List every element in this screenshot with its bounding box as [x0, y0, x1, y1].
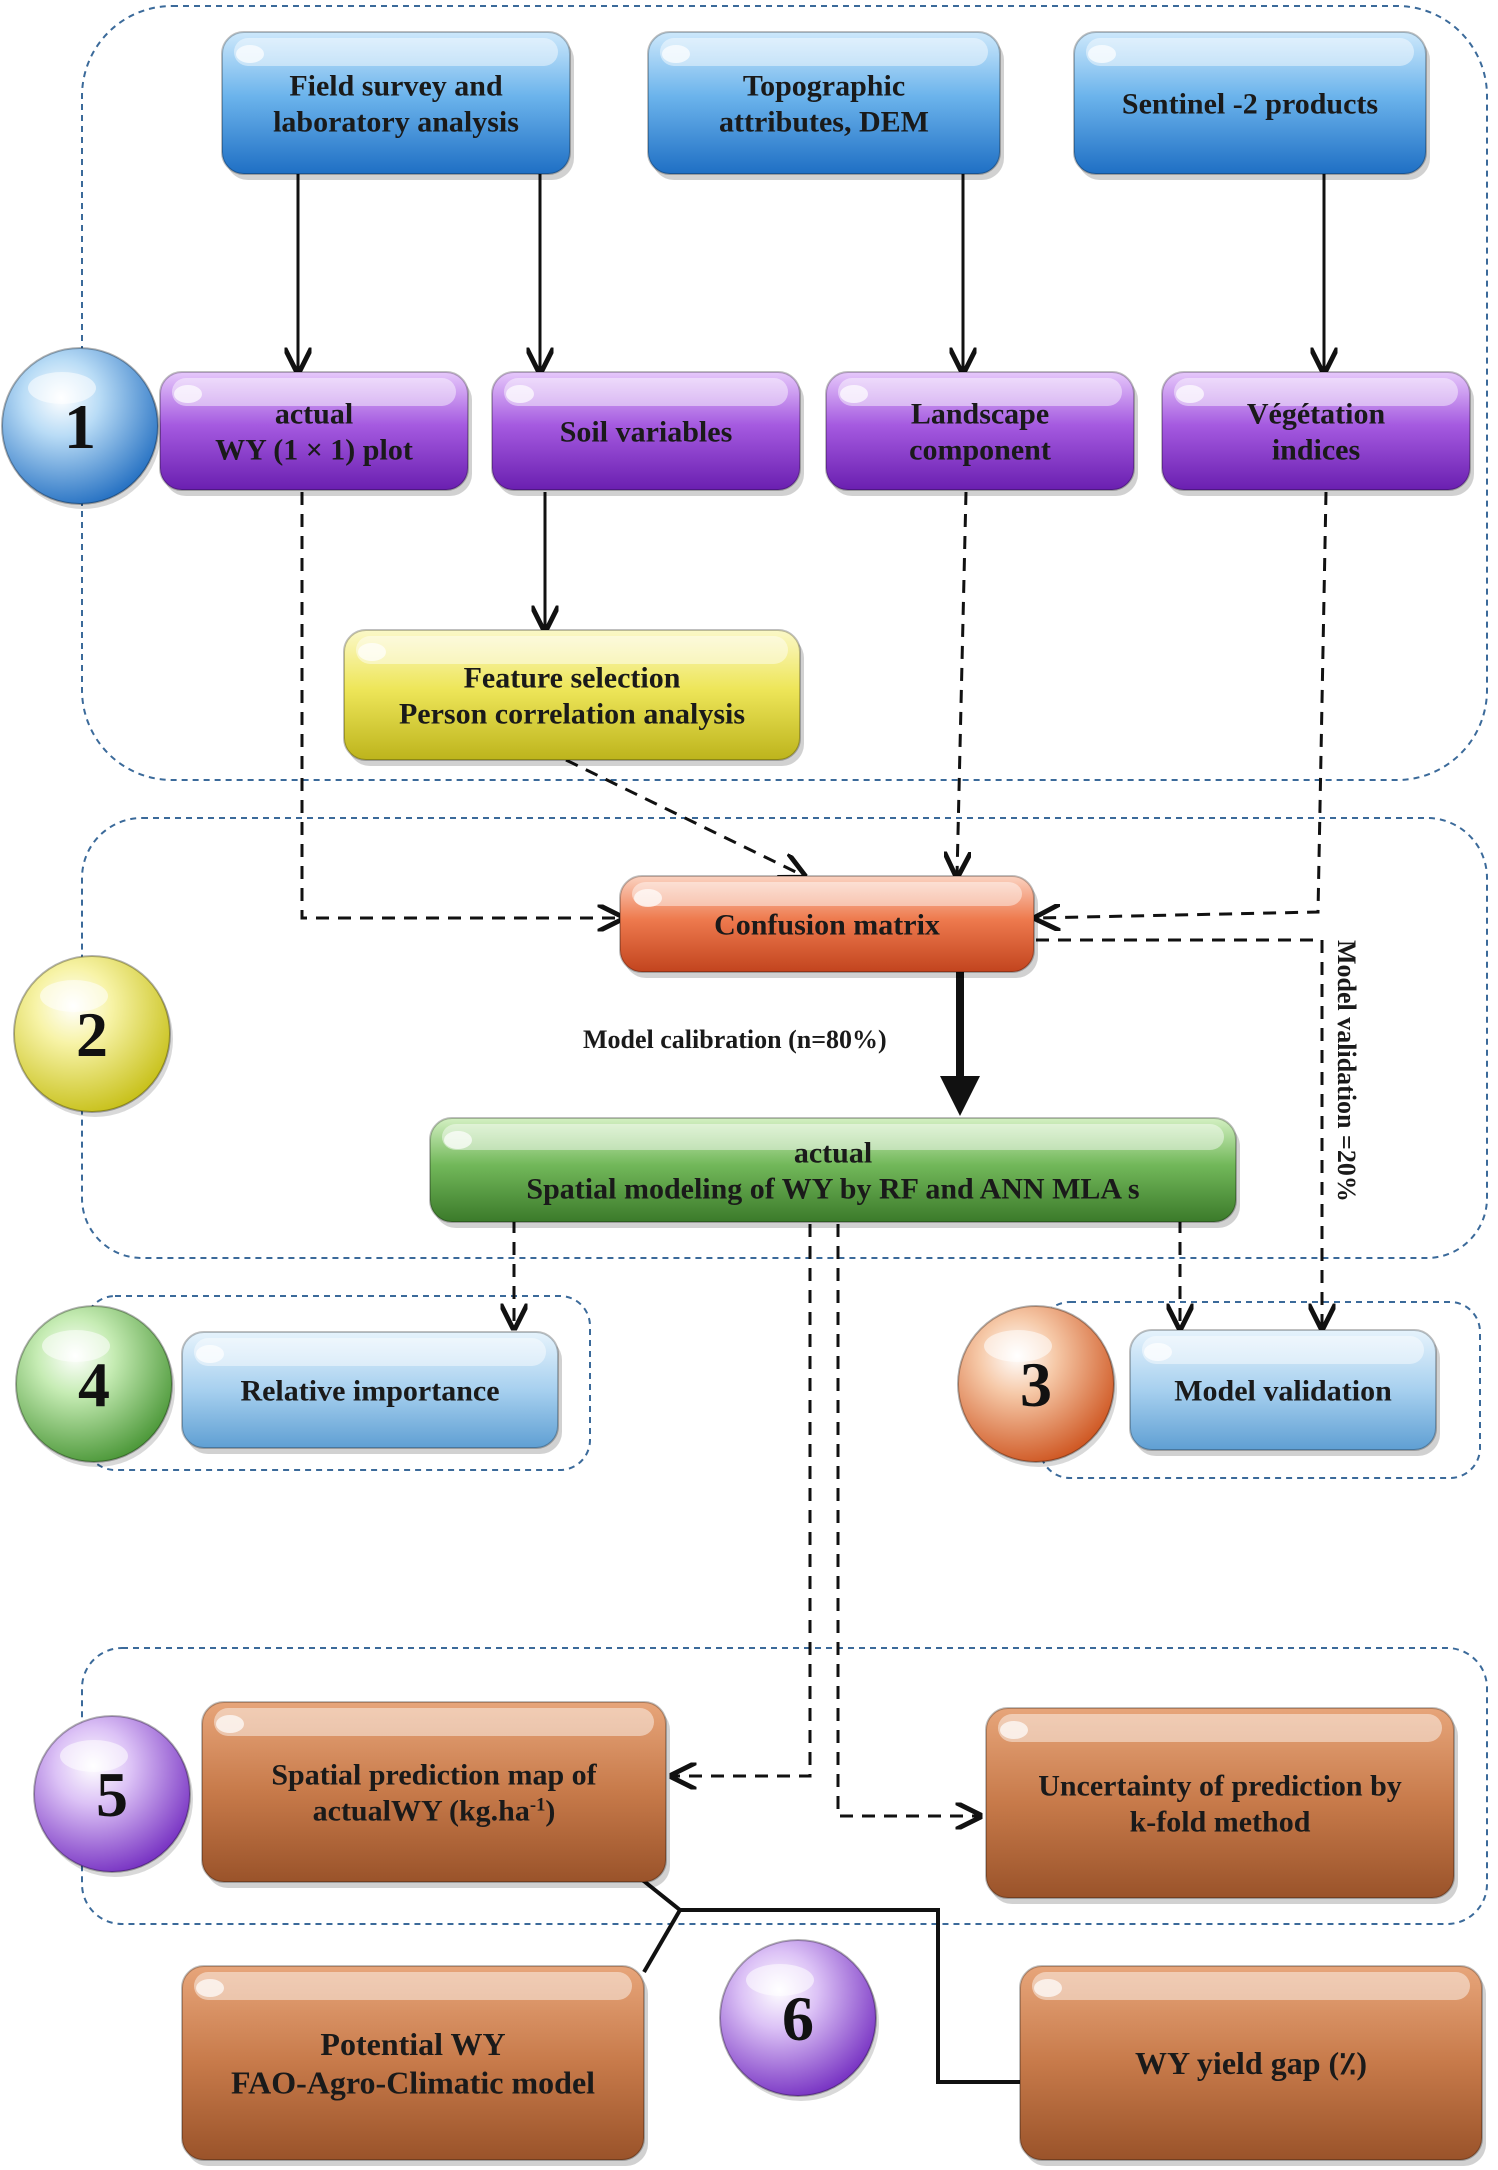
arrow-landscape-to-confusion — [957, 491, 966, 876]
actual-wy-plot-box-label-2: WY (1 × 1) plot — [215, 434, 413, 467]
stage-4-number: 4 — [78, 1349, 110, 1420]
feature-selection-box-shape — [343, 629, 801, 761]
stage-4-marker: 4 — [15, 1305, 175, 1467]
potential-wy-box-label-1: Potential WY — [320, 2026, 505, 2062]
topographic-box-label-1: Topographic — [743, 70, 905, 103]
soil-variables-box-shape — [491, 371, 801, 491]
field-survey-box-label-2: laboratory analysis — [273, 106, 519, 139]
relative-importance-box-shape — [181, 1331, 559, 1449]
model-validation-box: Model validation — [1129, 1329, 1440, 1456]
landscape-box-shape — [825, 371, 1135, 491]
stage-3-number: 3 — [1020, 1349, 1052, 1420]
topographic-box-shape — [647, 31, 1001, 175]
uncertainty-box-shape — [985, 1707, 1455, 1899]
landscape-box-label-1: Landscape — [911, 398, 1049, 431]
potential-wy-box-label-2: FAO-Agro-Climatic model — [231, 2064, 595, 2100]
actual-wy-plot-box-shape — [159, 371, 469, 491]
confusion-matrix-box-label-1: Confusion matrix — [714, 909, 940, 942]
connector-prediction-to-gap — [638, 1876, 1020, 2084]
stage-5-marker: 5 — [33, 1715, 193, 1877]
field-survey-box-label-1: Field survey and — [289, 70, 503, 103]
topographic-box-label-2: attributes, DEM — [719, 106, 929, 139]
spatial-modeling-box-label-2: Spatial modeling of WY by RF and ANN MLA… — [526, 1173, 1139, 1206]
arrow-model-to-uncertainty — [836, 1224, 980, 1816]
potential-wy-box-shape — [181, 1965, 645, 2161]
stage-markers: 1 2 3 4 5 6 — [1, 347, 1117, 2101]
arrow-vegetation-to-confusion — [1036, 491, 1328, 918]
group-5-container — [81, 1647, 1488, 1925]
stage-1-number: 1 — [64, 391, 96, 462]
feature-selection-box-label-1: Feature selection — [464, 662, 681, 695]
stage-6-marker: 6 — [719, 1939, 879, 2101]
group-3-container — [1039, 1301, 1481, 1479]
uncertainty-box-label-2: k-fold method — [1130, 1806, 1311, 1839]
soil-variables-box: Soil variables — [491, 371, 804, 496]
actual-wy-plot-box: actualWY (1 × 1) plot — [159, 371, 472, 496]
arrow-model-to-prediction-map — [672, 1224, 812, 1776]
confusion-matrix-box: Confusion matrix — [619, 875, 1038, 978]
sentinel-box-label-1: Sentinel -2 products — [1122, 88, 1378, 121]
stage-1-marker: 1 — [1, 347, 161, 509]
stage-2-marker: 2 — [13, 955, 173, 1117]
yield-gap-box-shape — [1019, 1965, 1483, 2161]
model-validation-box-shape — [1129, 1329, 1437, 1451]
sentinel-box-shape — [1073, 31, 1427, 175]
soil-variables-box-label-1: Soil variables — [560, 416, 733, 449]
connectors — [298, 172, 1328, 2084]
arrow-actualwy-to-confusion — [300, 492, 622, 918]
vegetation-box-label-2: indices — [1272, 434, 1360, 467]
stage-5-number: 5 — [96, 1759, 128, 1830]
spatial-modeling-box-shape — [429, 1117, 1237, 1223]
stage-6-number: 6 — [782, 1983, 814, 2054]
calibration-label: Model calibration (n=80%) — [583, 1025, 887, 1054]
yield-gap-box-label-1: WY yield gap (٪) — [1135, 2045, 1367, 2081]
model-validation-box-label-1: Model validation — [1174, 1375, 1392, 1408]
vegetation-box-label-1: Végétation — [1247, 398, 1386, 431]
prediction-map-box-label-1: Spatial prediction map of — [271, 1759, 597, 1792]
field-survey-box-shape — [221, 31, 571, 175]
stage-3-marker: 3 — [957, 1305, 1117, 1467]
connector-prediction-to-potential — [642, 1908, 682, 1974]
relative-importance-box-label-1: Relative importance — [240, 1375, 499, 1408]
vegetation-box-shape — [1161, 371, 1471, 491]
arrow-confusion-to-validation — [1036, 938, 1322, 1328]
confusion-matrix-box-shape — [619, 875, 1035, 973]
sentinel-box: Sentinel -2 products — [1073, 31, 1430, 180]
uncertainty-box-label-1: Uncertainty of prediction by — [1038, 1770, 1402, 1803]
feature-selection-box-label-2: Person correlation analysis — [399, 698, 745, 731]
uncertainty-box: Uncertainty of prediction byk-fold metho… — [985, 1707, 1458, 1904]
prediction-map-box-shape — [201, 1701, 667, 1883]
relative-importance-box: Relative importance — [181, 1331, 562, 1454]
prediction-map-box-label-2: actualWY (kg.ha-1) — [313, 1794, 556, 1828]
landscape-box-label-2: component — [909, 434, 1051, 467]
group-2-container — [81, 817, 1488, 1259]
validation-label: Model validation =20% — [1332, 940, 1361, 1202]
spatial-modeling-box-label-1: actual — [794, 1137, 872, 1170]
arrow-feature-to-confusion — [565, 758, 804, 876]
actual-wy-plot-box-label-1: actual — [275, 398, 353, 431]
stage-2-number: 2 — [76, 999, 108, 1070]
yield-gap-box: WY yield gap (٪) — [1019, 1965, 1486, 2166]
